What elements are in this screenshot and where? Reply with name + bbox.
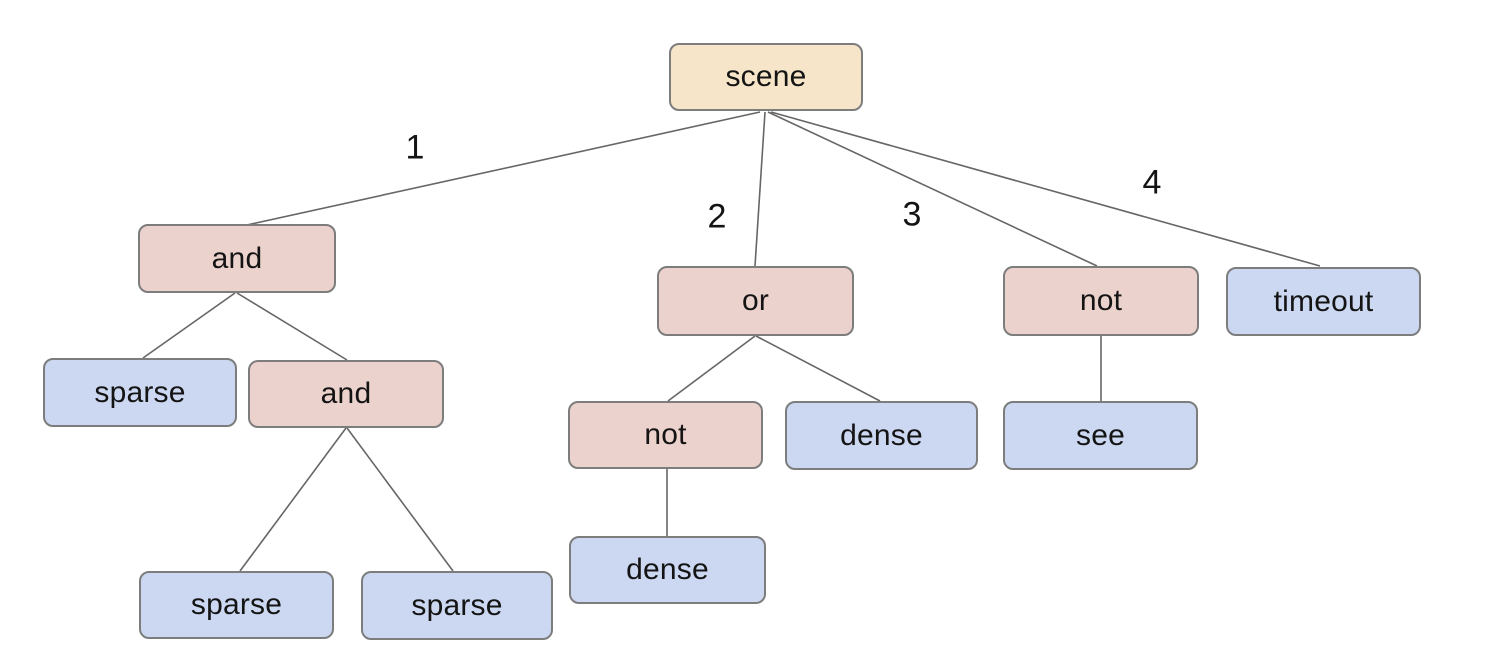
node-scene: scene xyxy=(669,43,863,111)
node-sparse-2: sparse xyxy=(139,571,334,639)
edge-and2-sparse-right xyxy=(346,427,454,572)
node-see: see xyxy=(1003,401,1198,470)
node-dense-2: dense xyxy=(569,536,766,604)
edge-label-2: 2 xyxy=(707,197,727,236)
edge-scene-not xyxy=(767,111,1098,267)
edge-or-dense xyxy=(755,335,881,402)
edge-scene-or xyxy=(754,111,766,267)
edge-and-and xyxy=(236,292,348,361)
node-timeout: timeout xyxy=(1226,267,1421,336)
node-dense-1: dense xyxy=(785,401,978,470)
edge-label-1: 1 xyxy=(405,128,425,167)
node-not-1: not xyxy=(568,401,763,469)
node-sparse-3: sparse xyxy=(361,571,553,640)
edge-label-3: 3 xyxy=(902,195,922,234)
node-or: or xyxy=(657,266,854,336)
edge-or-not xyxy=(667,335,756,402)
node-and-1: and xyxy=(138,224,336,293)
edge-and-sparse xyxy=(142,292,236,359)
edge-scene-timeout xyxy=(770,111,1321,267)
node-sparse-1: sparse xyxy=(43,358,237,427)
edge-label-4: 4 xyxy=(1142,163,1162,202)
edge-and2-sparse-left xyxy=(239,427,347,572)
node-and-2: and xyxy=(248,360,444,428)
edge-scene-and xyxy=(246,111,761,226)
node-not-2: not xyxy=(1003,266,1199,336)
